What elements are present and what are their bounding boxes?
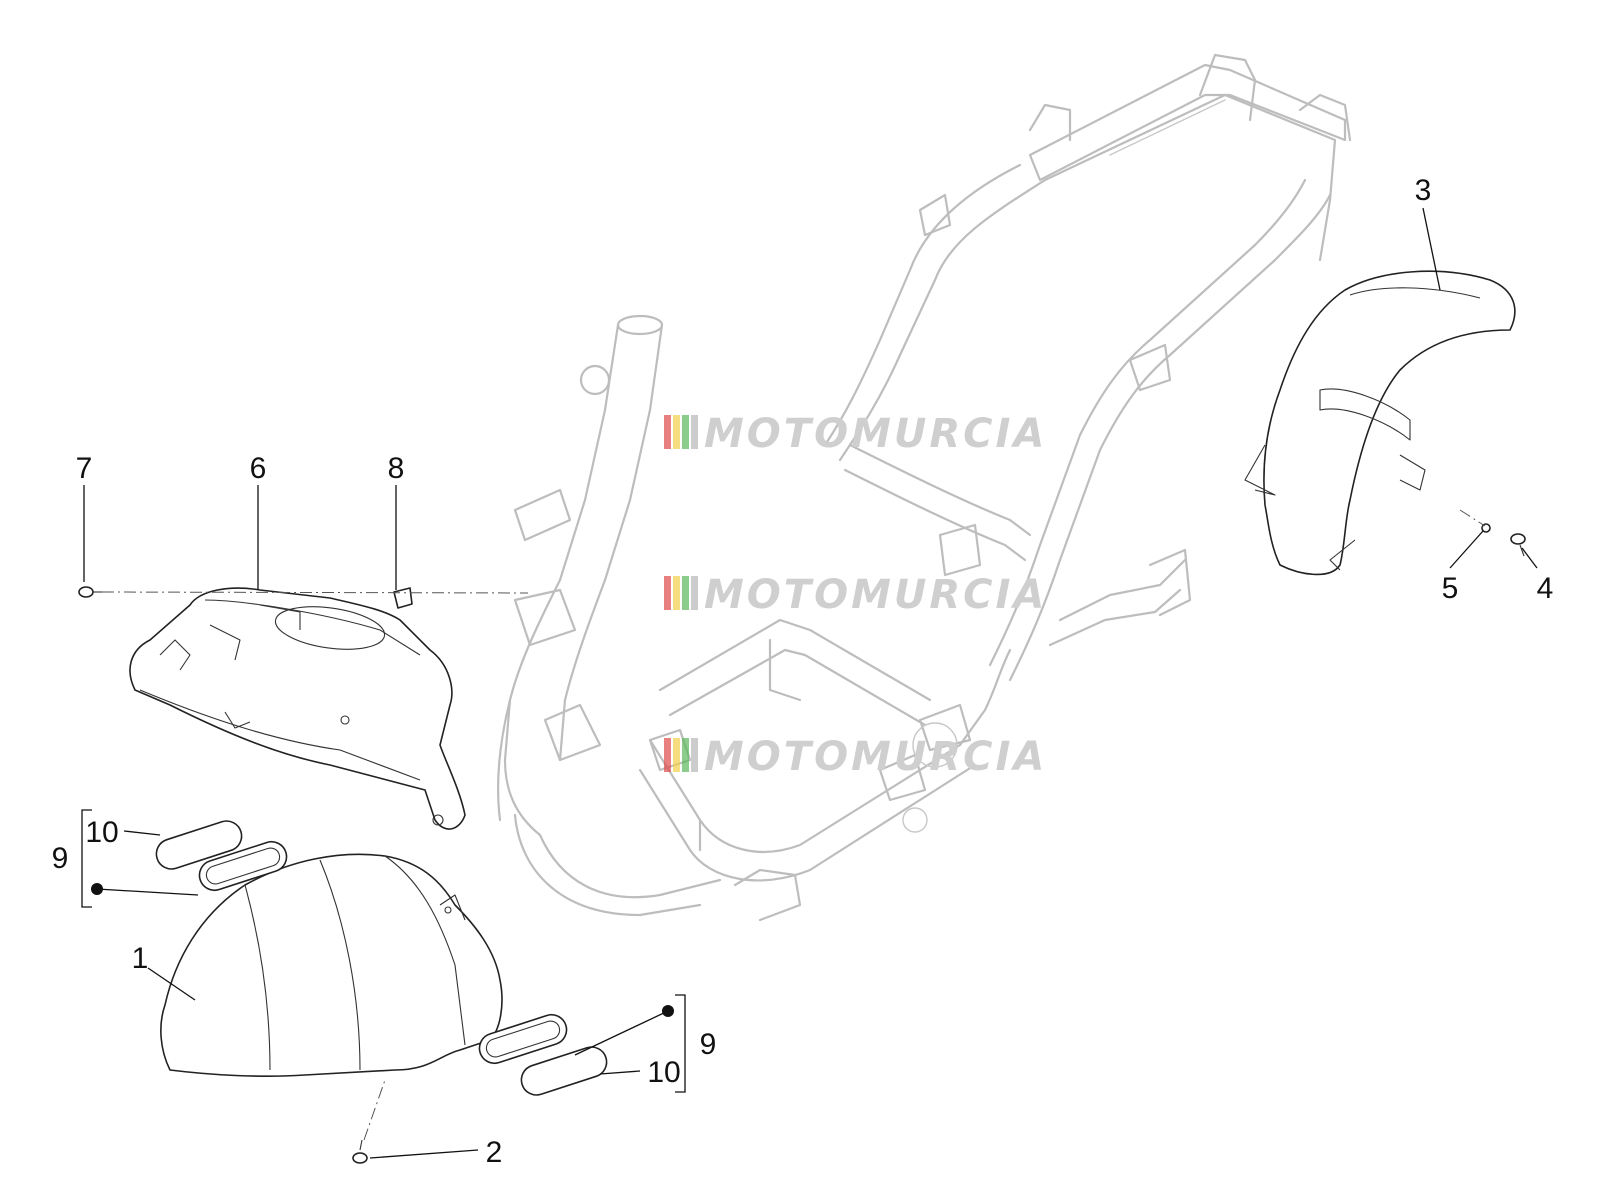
callout-3: 3 xyxy=(1415,174,1432,207)
callout-6: 6 xyxy=(250,452,267,485)
scooter-frame xyxy=(496,53,1352,922)
watermark-text: MOTOMURCIA xyxy=(704,734,1047,780)
callout-10-left: 10 xyxy=(85,816,118,849)
inner-cover-part-6 xyxy=(129,587,466,830)
watermark-1: MOTOMURCIA xyxy=(664,411,1047,457)
callout-1: 1 xyxy=(132,942,149,975)
callout-4: 4 xyxy=(1537,572,1554,605)
watermark-3: MOTOMURCIA xyxy=(664,734,1047,780)
washer-part-5 xyxy=(1481,523,1491,533)
watermark-text: MOTOMURCIA xyxy=(704,572,1047,618)
callout-2: 2 xyxy=(486,1136,503,1169)
watermark-2: MOTOMURCIA xyxy=(664,572,1047,618)
clip-nut-part-8 xyxy=(393,587,413,609)
screw-part-4 xyxy=(1510,533,1526,557)
assembly-dot-right xyxy=(662,1005,674,1017)
assembly-dot-left xyxy=(91,883,103,895)
front-mudguard-part-1 xyxy=(160,853,503,1077)
screw-part-2 xyxy=(352,1139,368,1164)
callout-8: 8 xyxy=(388,452,405,485)
watermark-text: MOTOMURCIA xyxy=(704,411,1047,457)
callout-5: 5 xyxy=(1442,572,1459,605)
leader-lines xyxy=(81,207,1538,1159)
assembly-axis-lines xyxy=(101,509,1486,1141)
trim-strips-right xyxy=(478,1013,608,1096)
callout-9-left: 9 xyxy=(52,842,69,875)
callout-10-right: 10 xyxy=(647,1056,680,1089)
callout-labels: 7 6 8 3 5 4 1 2 9 10 9 10 xyxy=(52,174,1554,1169)
callout-9-right: 9 xyxy=(700,1028,717,1061)
trim-strips-left xyxy=(155,820,288,892)
screw-part-7 xyxy=(78,586,102,598)
rear-mudguard-part-3 xyxy=(1244,270,1516,576)
callout-7: 7 xyxy=(76,452,93,485)
